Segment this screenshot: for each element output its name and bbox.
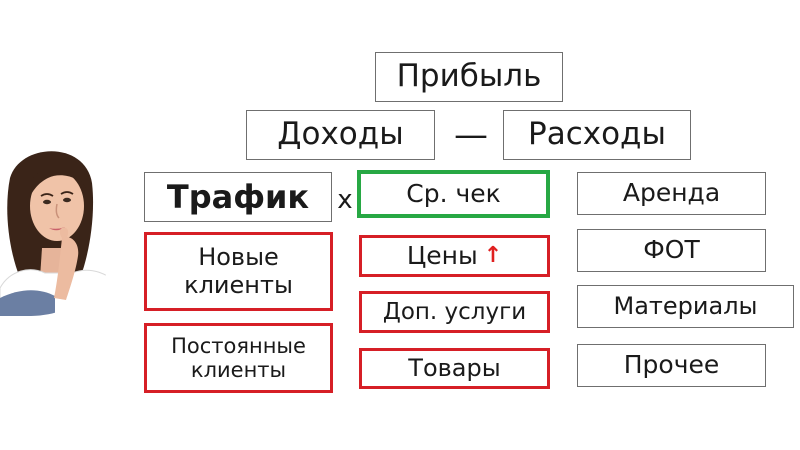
new-clients-box: Новые клиенты: [144, 232, 333, 311]
regular-clients-label: Постоянные клиенты: [171, 333, 306, 382]
thinking-woman-avatar: [0, 138, 120, 316]
prices-box: Цены ↑: [359, 235, 550, 277]
rent-label: Аренда: [622, 178, 721, 208]
avg-check-label: Ср. чек: [406, 178, 501, 208]
multiply-sign: x: [337, 185, 353, 215]
traffic-label: Трафик: [166, 177, 310, 216]
minus-sign: —: [454, 115, 488, 155]
rent-box: Аренда: [577, 172, 766, 215]
payroll-label: ФОТ: [643, 235, 700, 265]
goods-label: Товары: [408, 353, 501, 382]
income-label: Доходы: [277, 116, 404, 153]
profit-box: Прибыль: [375, 52, 563, 102]
expenses-label: Расходы: [528, 116, 666, 153]
other-box: Прочее: [577, 344, 766, 387]
extra-services-label: Доп. услуги: [382, 298, 527, 325]
expenses-box: Расходы: [503, 110, 691, 160]
prices-label: Цены: [406, 240, 478, 270]
materials-box: Материалы: [577, 285, 794, 328]
multiply-operator: x: [334, 180, 356, 220]
arrow-up-icon: ↑: [483, 243, 503, 269]
profit-label: Прибыль: [396, 58, 542, 95]
minus-operator: —: [440, 110, 502, 160]
payroll-box: ФОТ: [577, 229, 766, 272]
other-label: Прочее: [623, 350, 720, 380]
avg-check-box: Ср. чек: [357, 170, 550, 218]
income-box: Доходы: [246, 110, 435, 160]
traffic-box: Трафик: [144, 172, 332, 222]
new-clients-label: Новые клиенты: [184, 242, 293, 299]
regular-clients-box: Постоянные клиенты: [144, 323, 333, 393]
materials-label: Материалы: [613, 291, 758, 320]
goods-box: Товары: [359, 348, 550, 389]
extra-services-box: Доп. услуги: [359, 291, 550, 333]
